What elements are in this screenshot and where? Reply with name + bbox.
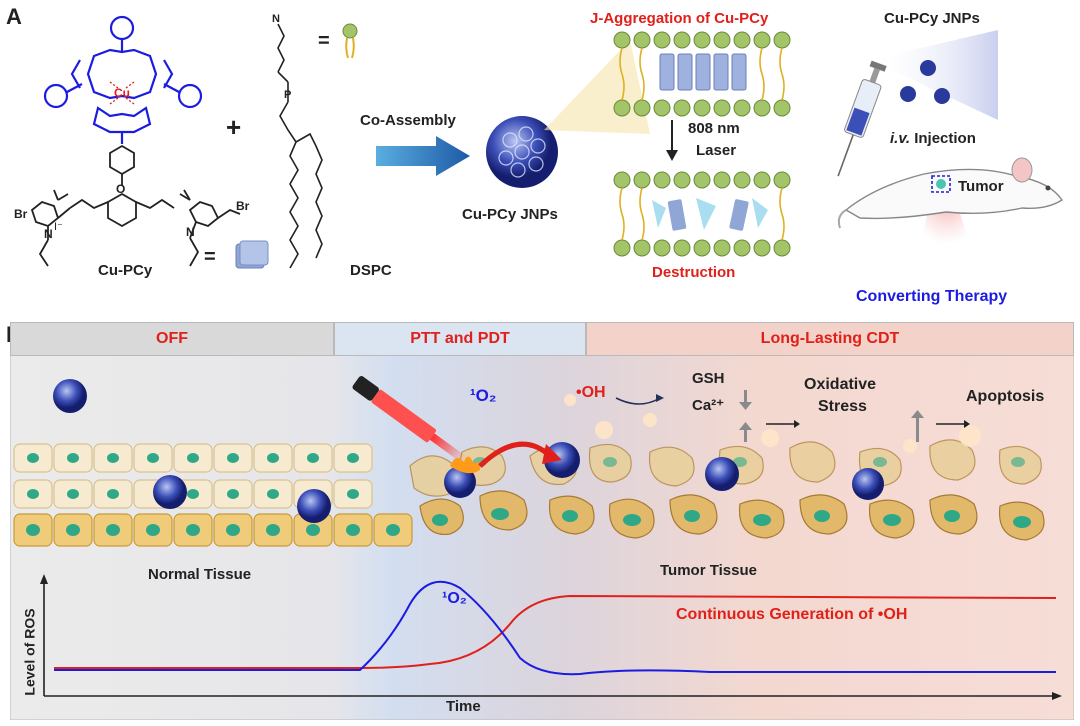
- cu-pcy-structure: Cu O Br Br N N I⁻: [14, 15, 250, 267]
- normal-tissue-label: Normal Tissue: [148, 566, 252, 583]
- y-axis-title: Level of ROS: [21, 608, 38, 696]
- curve-oh-label: Continuous Generation of •OH: [676, 606, 908, 623]
- laser-down-arrow: [666, 120, 678, 161]
- atom-br-left: Br: [14, 207, 28, 221]
- laser-word: Laser: [696, 142, 737, 159]
- cu-atom-label: Cu: [114, 86, 130, 100]
- phase-cdt: Long-Lasting CDT: [586, 322, 1074, 356]
- atom-p-lipid: P: [284, 89, 291, 101]
- injection-label: i.v. Injection: [890, 130, 976, 147]
- singlet-oxygen-label: ¹O₂: [470, 386, 497, 405]
- ros-plot: [40, 574, 1062, 700]
- curve-1o2: [54, 580, 1056, 676]
- plus-sign: +: [226, 112, 242, 142]
- dspc-name: DSPC: [350, 262, 392, 279]
- lipid-icon: [342, 23, 358, 59]
- jnp-label: Cu-PCy JNPs: [462, 206, 558, 223]
- stress-label: Stress: [818, 398, 867, 415]
- injection-cone: [870, 30, 998, 120]
- curve-1o2-label: ¹O₂: [442, 590, 467, 607]
- phase-ptt-pdt: PTT and PDT: [334, 322, 586, 356]
- dspc-structure: N P: [272, 13, 323, 269]
- syringe: [837, 60, 887, 177]
- y-axis-arrow: [40, 574, 48, 584]
- cu-pcy-name: Cu-PCy: [98, 262, 153, 279]
- equals-sign-lipid: =: [318, 30, 330, 52]
- atom-n-left: N: [44, 227, 53, 241]
- co-assembly-label: Co-Assembly: [360, 112, 456, 129]
- laser-wavelength: 808 nm: [688, 120, 740, 137]
- panel-b: OFF PTT and PDT Long-Lasting CDT: [10, 322, 1074, 720]
- x-axis-arrow: [1052, 692, 1062, 700]
- jnp-nanoparticle: [486, 116, 558, 188]
- dye-block-icon: [235, 240, 269, 269]
- atom-o: O: [116, 182, 125, 196]
- calcium-label: Ca²⁺: [692, 397, 725, 414]
- tissue-illustration: [13, 376, 1045, 547]
- counter-ion-label: I⁻: [54, 221, 63, 233]
- phase-off: OFF: [10, 322, 334, 356]
- j-aggregation-title: J-Aggregation of Cu-PCy: [590, 10, 769, 27]
- atom-n-right: N: [186, 225, 195, 239]
- injection-jnp-label: Cu-PCy JNPs: [884, 10, 980, 27]
- hydroxyl-label: •OH: [576, 384, 606, 401]
- atom-n-lipid: N: [272, 13, 280, 25]
- co-assembly-arrow: [376, 136, 470, 176]
- gsh-label: GSH: [692, 370, 725, 387]
- tumor-label: Tumor: [958, 178, 1004, 195]
- bilayer-aggregated: [613, 31, 791, 117]
- mouse-illustration: [837, 157, 1063, 296]
- oxidative-label: Oxidative: [804, 376, 877, 393]
- bilayer-destroyed: [613, 171, 791, 257]
- atom-br-right: Br: [236, 199, 250, 213]
- equals-sign-block: =: [204, 246, 216, 268]
- panel-a-label: A: [6, 4, 22, 29]
- converting-therapy-label: Converting Therapy: [856, 288, 1008, 305]
- injection-word: Injection: [910, 130, 976, 147]
- curve-oh: [54, 594, 1057, 669]
- apoptosis-label: Apoptosis: [966, 388, 1045, 405]
- tumor-tissue-label: Tumor Tissue: [660, 562, 757, 579]
- destruction-label: Destruction: [652, 264, 736, 281]
- x-axis-title: Time: [446, 698, 481, 715]
- injection-route: i.v.: [890, 130, 911, 147]
